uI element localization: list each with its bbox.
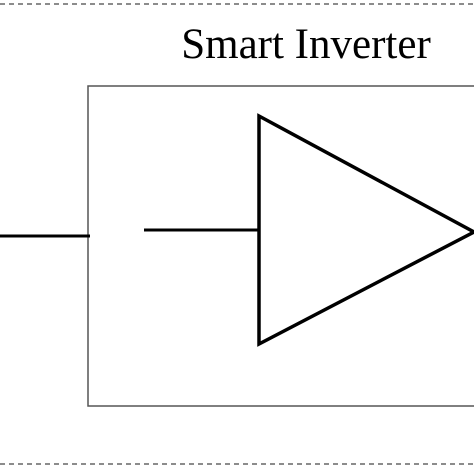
amplifier-triangle [257, 113, 474, 347]
inverter-enclosure [87, 85, 474, 407]
diagram-title: Smart Inverter [181, 21, 431, 68]
